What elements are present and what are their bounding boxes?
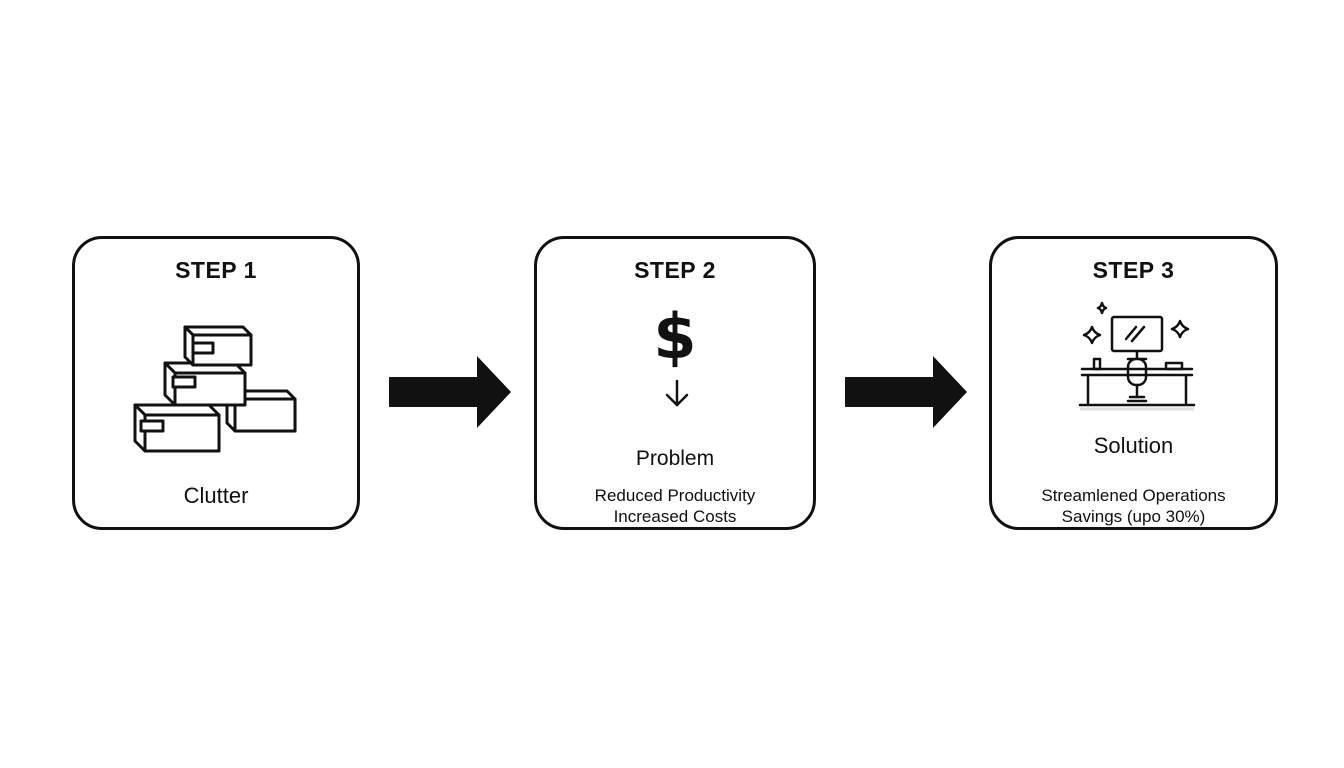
- step-3-details: Streamlened Operations Savings (upo 30%): [992, 485, 1275, 527]
- step-3-detail-line: Streamlened Operations: [1041, 486, 1226, 505]
- down-arrow-icon: [665, 379, 689, 407]
- step-3-title: STEP 3: [1092, 257, 1175, 283]
- step-2-detail-line: Increased Costs: [613, 507, 737, 526]
- step-2-card: STEP 2 $ Problem Reduced Productivity In…: [534, 236, 816, 530]
- right-arrow-icon: [389, 356, 511, 428]
- step-2-label: Problem: [635, 447, 715, 470]
- stacked-boxes-icon: [133, 325, 297, 453]
- right-arrow-icon: [845, 356, 967, 428]
- step-3-card: STEP 3: [989, 236, 1278, 530]
- step-2-title: STEP 2: [634, 257, 716, 283]
- step-1-card: STEP 1: [72, 236, 360, 530]
- clean-desk-icon: [1078, 301, 1196, 411]
- step-3-detail-line: Savings (upo 30%): [1061, 507, 1206, 526]
- dollar-icon: $: [653, 300, 697, 373]
- step-2-details: Reduced Productivity Increased Costs: [537, 485, 813, 527]
- dollar-down-icon: $: [537, 299, 813, 419]
- step-2-detail-line: Reduced Productivity: [594, 486, 756, 505]
- step-1-title: STEP 1: [175, 257, 257, 283]
- step-3-label: Solution: [1093, 433, 1174, 458]
- step-1-label: Clutter: [183, 483, 249, 508]
